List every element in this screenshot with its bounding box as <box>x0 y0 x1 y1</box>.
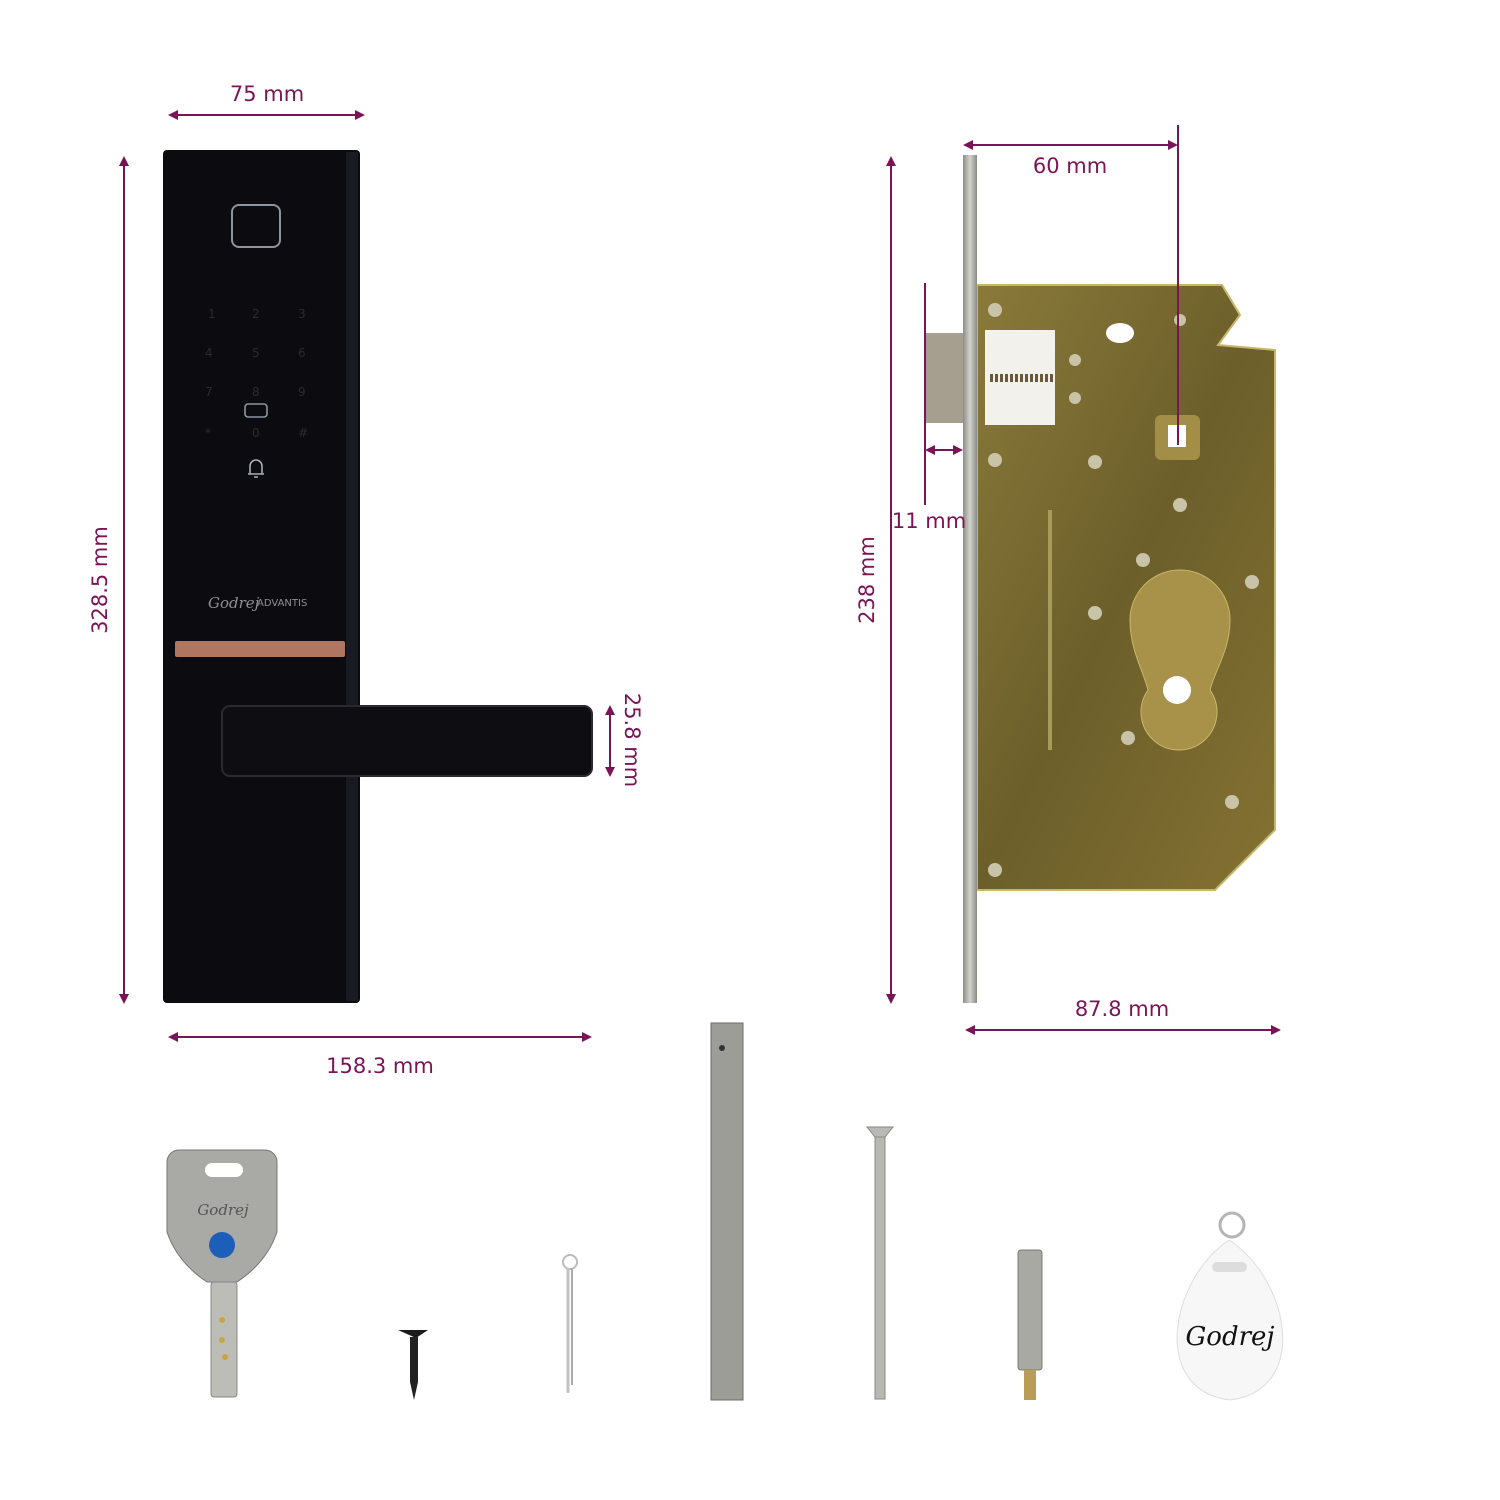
spindle <box>710 1022 744 1401</box>
doorbell-icon[interactable] <box>248 459 264 478</box>
card-reader-icon <box>244 403 268 418</box>
mortise-lock-body <box>925 284 1276 891</box>
key: Godrej <box>166 1149 278 1398</box>
brand-logo: Godrej <box>208 594 260 612</box>
fingerprint-sensor-icon <box>231 204 281 248</box>
key-star[interactable]: * <box>205 426 211 440</box>
rfid-tag: Godrej <box>1176 1211 1284 1401</box>
lock-width-label: 75 mm <box>230 82 304 106</box>
key-8[interactable]: 8 <box>252 385 260 399</box>
mortise-faceplate <box>963 155 977 1003</box>
key-hash[interactable]: # <box>298 426 308 440</box>
lock-depth-label: 158.3 mm <box>326 1054 434 1078</box>
backset-label: 60 mm <box>1033 154 1107 178</box>
keypad: 1 2 3 4 5 6 7 8 9 * 0 # <box>205 307 308 440</box>
key-2[interactable]: 2 <box>252 307 260 321</box>
key-0[interactable]: 0 <box>252 426 260 440</box>
copper-accent-strip <box>175 641 345 657</box>
key-3[interactable]: 3 <box>298 307 306 321</box>
handle-height-label: 25.8 mm <box>620 693 644 787</box>
lock-height-label: 328.5 mm <box>88 526 112 634</box>
wood-screw <box>398 1330 428 1400</box>
through-bolt <box>865 1126 895 1400</box>
key-6[interactable]: 6 <box>298 346 306 360</box>
key-7[interactable]: 7 <box>205 385 213 399</box>
key-1[interactable]: 1 <box>208 307 216 321</box>
mortise-width-label: 87.8 mm <box>1075 997 1169 1021</box>
key-9[interactable]: 9 <box>298 385 306 399</box>
key-5[interactable]: 5 <box>252 346 260 360</box>
lever-handle <box>221 705 593 777</box>
smart-lock-front: 1 2 3 4 5 6 7 8 9 * 0 # Godrej ADVANTIS <box>163 150 593 1003</box>
key-4[interactable]: 4 <box>205 346 213 360</box>
model-name: ADVANTIS <box>257 598 307 609</box>
split-pin <box>562 1254 578 1393</box>
latch-projection-label: 11 mm <box>892 509 966 533</box>
spacer-screw <box>1017 1249 1043 1400</box>
key-brand-logo: Godrej <box>197 1201 249 1219</box>
mortise-height-label: 238 mm <box>855 536 879 624</box>
rfid-tag-brand-logo: Godrej <box>1186 1322 1275 1352</box>
